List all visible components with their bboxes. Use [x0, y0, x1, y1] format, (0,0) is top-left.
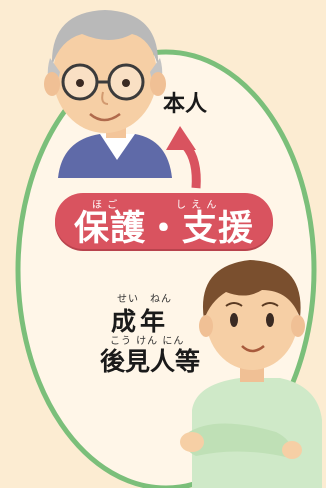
guardian-ruby-line1: せい ねん [117, 294, 172, 305]
guardian-label-line1: 成年 [111, 307, 170, 336]
banner-ruby-hogo: ほ ご [92, 200, 119, 211]
principal-label: 本人 [163, 92, 208, 117]
banner-ruby-shien: し え ん [176, 200, 218, 211]
protection-support-banner [55, 193, 273, 249]
elderly-person-icon [44, 10, 172, 178]
young-man-icon [180, 260, 322, 488]
guardian-label-line2: 後見人等 [100, 347, 201, 376]
banner-label: 保護・支援 [73, 209, 254, 249]
guardian-ruby-line2: こう けん にん [110, 336, 185, 347]
arrow-up-icon [166, 126, 201, 189]
